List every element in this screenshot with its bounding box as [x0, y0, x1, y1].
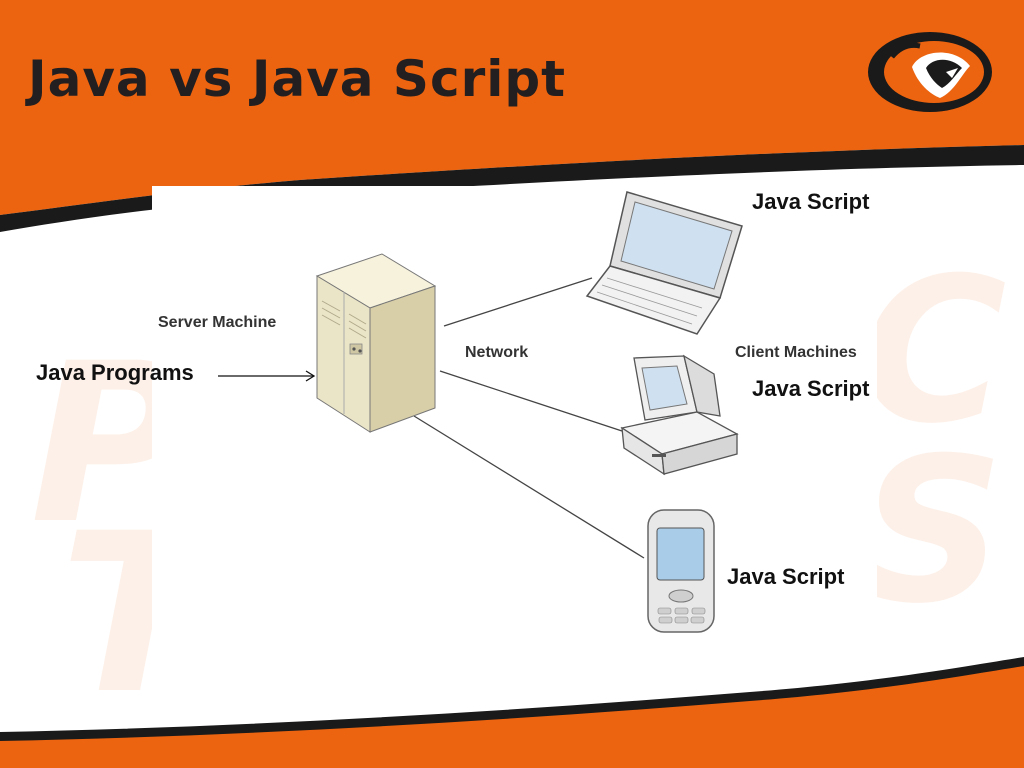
network-line-phone: [413, 415, 645, 559]
diagram-frame: [152, 186, 877, 638]
mobile-phone-icon: [647, 509, 715, 633]
top-dark-stripe: [0, 145, 1024, 232]
bottom-orange-band: [0, 665, 1024, 768]
phone-java-script-label: Java Script: [727, 564, 845, 589]
svg-text:S: S: [860, 415, 1004, 648]
server-tower-icon: [315, 253, 437, 433]
tiger-head-icon: [868, 32, 992, 112]
server-machine-label: Server Machine: [158, 314, 277, 331]
laptop-icon: [585, 191, 743, 335]
desktop-computer-icon: [620, 354, 739, 476]
annotation-arrow: [218, 370, 316, 382]
network-diagram: [152, 186, 877, 638]
network-label: Network: [465, 344, 529, 361]
svg-text:C: C: [860, 235, 1007, 468]
slide-title: Java vs Java Script: [28, 50, 567, 108]
network-line-laptop: [443, 277, 593, 327]
bottom-dark-stripe: [0, 657, 1024, 741]
client-machines-label: Client Machines: [735, 344, 857, 361]
laptop-java-script-label: Java Script: [752, 189, 870, 214]
java-programs-label: Java Programs: [36, 360, 194, 385]
desktop-java-script-label: Java Script: [752, 376, 870, 401]
top-orange-band: [0, 0, 1024, 215]
network-line-desktop: [439, 370, 623, 432]
